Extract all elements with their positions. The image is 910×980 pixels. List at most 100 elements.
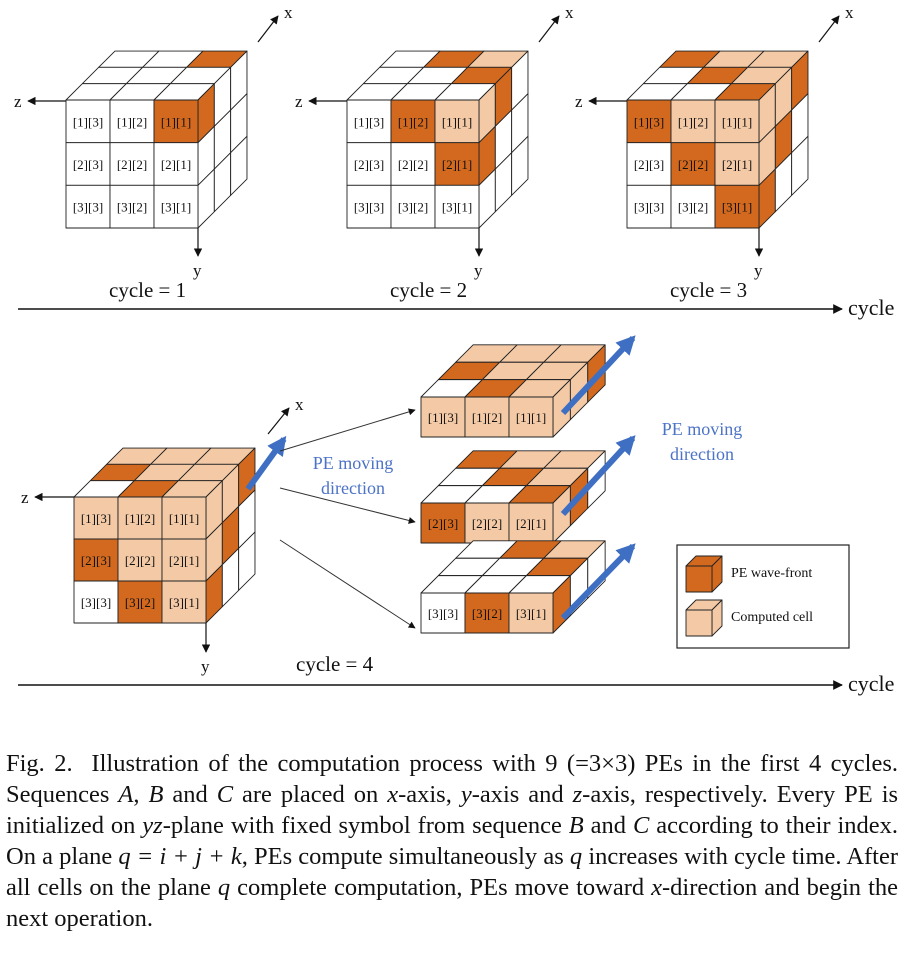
- cube-cycle-1: [1][3] [1][2] [1][1] [2][3] [2][2] [2][1] [3][…: [65, 50, 248, 229]
- cell-label: [3][1]: [516, 606, 546, 621]
- z-axis-label: z: [14, 92, 22, 111]
- cell-label: [2][1]: [516, 516, 546, 531]
- x-axis-label: x: [845, 3, 854, 22]
- axes-cycle-3: x z y: [575, 3, 854, 280]
- cell-label: [3][3]: [73, 200, 103, 215]
- cell-label: [3][3]: [634, 200, 664, 215]
- cell-label: [2][1]: [169, 553, 199, 568]
- direction-text: direction: [321, 478, 385, 498]
- timeline-label: cycle: [848, 671, 894, 696]
- y-axis-label: y: [193, 261, 202, 280]
- cell-label: [2][3]: [81, 553, 111, 568]
- cell-label: [2][2]: [125, 553, 155, 568]
- cell-label: [1][3]: [634, 114, 664, 129]
- cell-label: [2][3]: [354, 157, 384, 172]
- cell-label: [3][1]: [161, 200, 191, 215]
- pe-moving-arrow: [560, 435, 636, 517]
- axes-cycle-2: x z y: [295, 3, 574, 280]
- direction-text: direction: [670, 444, 734, 464]
- cycle-label: cycle = 2: [390, 278, 467, 302]
- pe-moving-arrow: [560, 543, 636, 621]
- side-cell: [791, 135, 809, 196]
- pointer-arrow: [279, 408, 416, 452]
- side-cell: [230, 135, 248, 196]
- cell-label: [3][2]: [398, 200, 428, 215]
- cell-label: [1][1]: [442, 114, 472, 129]
- cell-label: [2][3]: [428, 516, 458, 531]
- cell-label: [3][3]: [81, 595, 111, 610]
- cell-label: [1][2]: [678, 114, 708, 129]
- z-axis-label: z: [295, 92, 303, 111]
- cell-label: [1][3]: [73, 114, 103, 129]
- cell-label: [3][3]: [428, 606, 458, 621]
- computation-diagram: [1][3] [1][2] [1][1] [2][3] [2][2] [2][1] [3][…: [14, 3, 894, 696]
- cube-cycle-3: [1][3] [1][2] [1][1] [2][3] [2][2] [2][1] [3][…: [626, 50, 809, 229]
- cell-label: [2][2]: [398, 157, 428, 172]
- pe-moving-text: PE moving: [313, 453, 394, 473]
- cell-label: [1][2]: [125, 511, 155, 526]
- cell-label: [1][2]: [117, 114, 147, 129]
- front-cell: [508, 592, 554, 634]
- axes-cycle-1: x z y: [14, 3, 293, 280]
- x-axis-label: x: [565, 3, 574, 22]
- cell-label: [3][1]: [442, 200, 472, 215]
- cell-label: [2][2]: [678, 157, 708, 172]
- x-axis-line: [818, 15, 840, 43]
- axes-cycle-4: x z y: [21, 395, 304, 676]
- x-axis-label: x: [295, 395, 304, 414]
- legend-wavefront-label: PE wave-front: [731, 566, 812, 581]
- wavefront-swatch: [685, 555, 723, 593]
- cell-label: [1][1]: [722, 114, 752, 129]
- cell-label: [1][3]: [428, 410, 458, 425]
- front-cell: [508, 396, 554, 438]
- pe-moving-arrow: [245, 435, 287, 491]
- cell-label: [3][3]: [354, 200, 384, 215]
- y-axis-label: y: [754, 261, 763, 280]
- cell-label: [1][1]: [169, 511, 199, 526]
- cell-label: [3][1]: [722, 200, 752, 215]
- side-cell: [511, 135, 529, 196]
- cell-label: [2][1]: [442, 157, 472, 172]
- slab-row-3: [3][3] [3][2] [3][1]: [420, 540, 606, 634]
- pe-moving-text: PE moving: [662, 419, 743, 439]
- y-axis-label: y: [474, 261, 483, 280]
- cell-label: [3][1]: [169, 595, 199, 610]
- cell-label: [3][2]: [472, 606, 502, 621]
- cell-label: [2][3]: [73, 157, 103, 172]
- cycle-label: cycle = 1: [109, 278, 186, 302]
- cell-label: [1][1]: [161, 114, 191, 129]
- cell-label: [2][2]: [117, 157, 147, 172]
- z-axis-label: z: [575, 92, 583, 111]
- cell-label: [2][1]: [161, 157, 191, 172]
- pointer-arrow: [279, 539, 416, 629]
- computed-swatch: [685, 599, 723, 637]
- cell-label: [2][1]: [722, 157, 752, 172]
- cell-label: [1][1]: [516, 410, 546, 425]
- timeline-label: cycle: [848, 295, 894, 320]
- cycle-label: cycle = 3: [670, 278, 747, 302]
- x-axis-label: x: [284, 3, 293, 22]
- cell-label: [2][3]: [634, 157, 664, 172]
- y-axis-label: y: [201, 657, 210, 676]
- cell-label: [3][2]: [125, 595, 155, 610]
- cell-label: [3][2]: [117, 200, 147, 215]
- cell-label: [1][2]: [398, 114, 428, 129]
- cell-label: [3][2]: [678, 200, 708, 215]
- figure-caption: Fig. 2. Illustration of the computation …: [6, 750, 899, 932]
- z-axis-label: z: [21, 488, 29, 507]
- cube-cycle-2: [1][3] [1][2] [1][1] [2][3] [2][2] [2][1] [3][…: [346, 50, 529, 229]
- cell-label: [1][3]: [354, 114, 384, 129]
- cell-label: [2][2]: [472, 516, 502, 531]
- side-cell: [238, 531, 256, 591]
- pointer-arrow: [279, 487, 416, 524]
- x-axis-line: [257, 15, 279, 43]
- cube-cycle-4: [1][3][1][2][1][1][2][3][2][2][2][1][3][…: [73, 447, 256, 624]
- cell-label: [1][2]: [472, 410, 502, 425]
- x-axis-line: [538, 15, 560, 43]
- cube-front: [685, 565, 713, 593]
- legend-computed-label: Computed cell: [731, 610, 813, 625]
- pe-moving-arrow: [560, 335, 636, 416]
- x-axis-line: [267, 407, 290, 435]
- slab-row-1: [1][3] [1][2] [1][1]: [420, 344, 606, 438]
